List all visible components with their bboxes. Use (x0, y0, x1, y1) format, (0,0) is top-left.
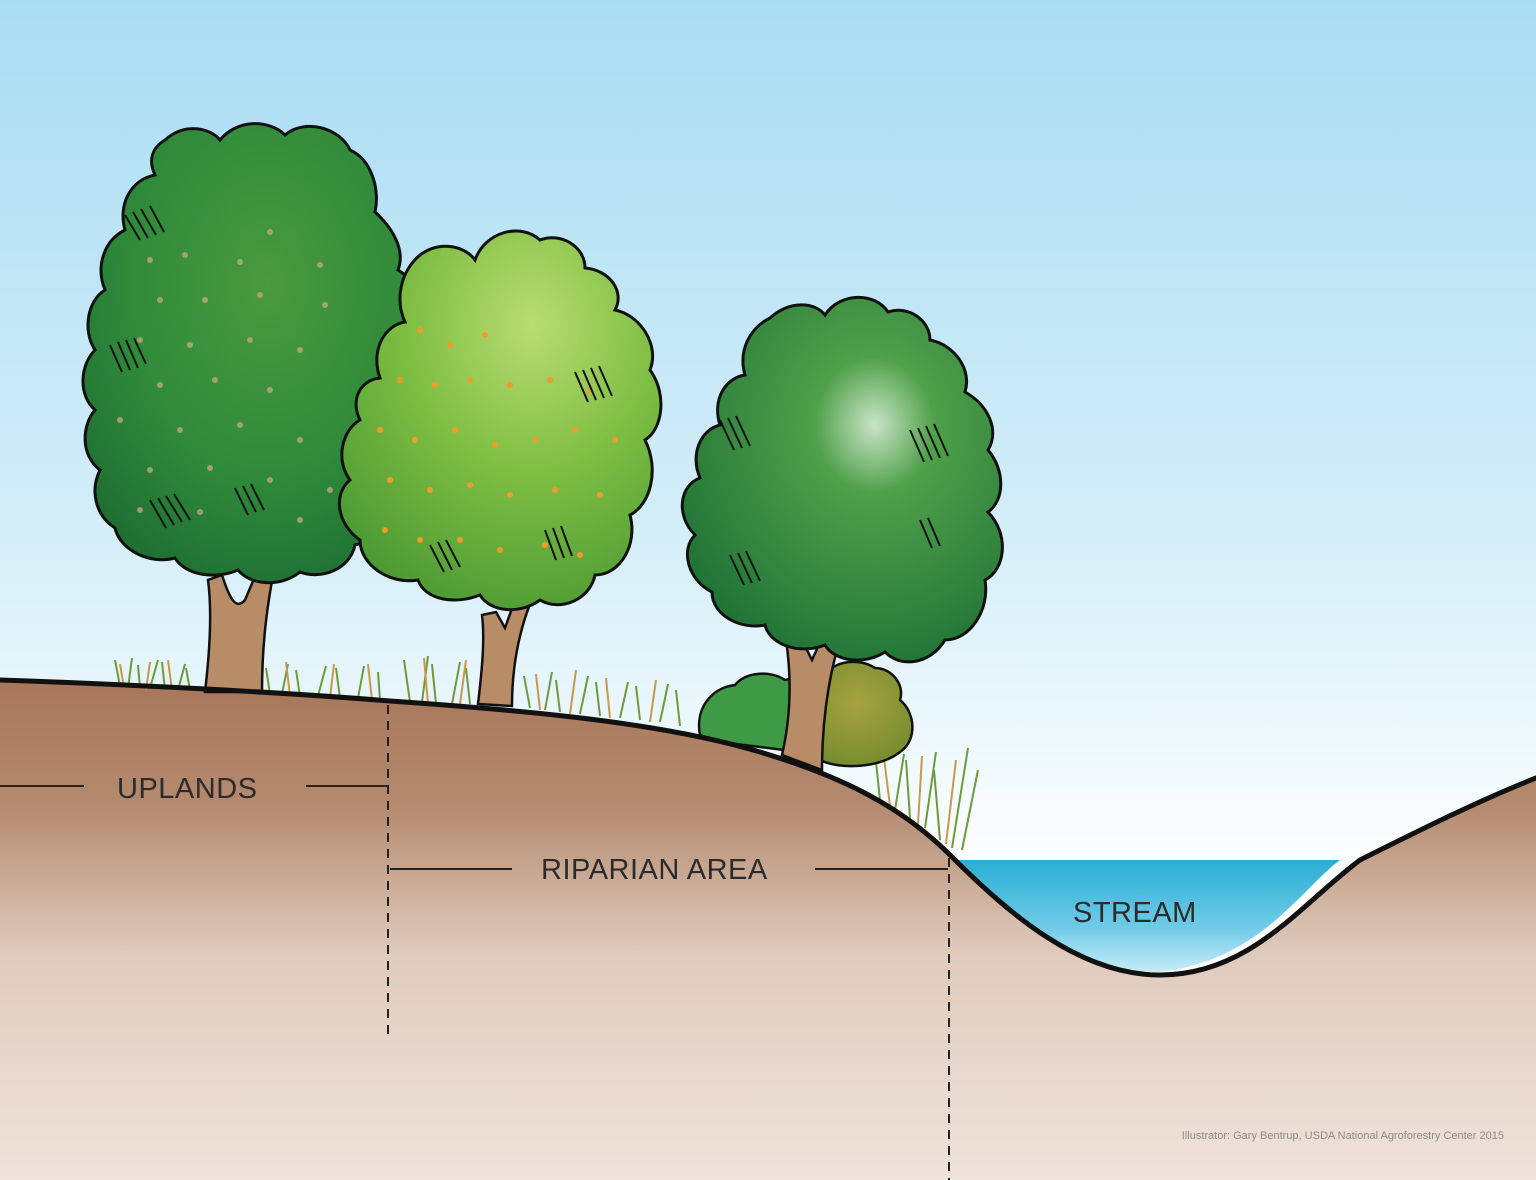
tree-1-canopy (81, 122, 421, 585)
uplands-label: UPLANDS (117, 773, 258, 805)
ground-outline (0, 677, 1536, 978)
tree-3-canopy (680, 295, 1004, 664)
zone-markers (0, 705, 950, 1180)
tree-2-canopy (338, 229, 663, 612)
tree-3-hatching (719, 415, 949, 586)
illustrator-credit: Illustrator: Gary Bentrup, USDA National… (1181, 1130, 1504, 1142)
grass (114, 655, 979, 851)
tree-2-hatching (429, 365, 613, 573)
ground (0, 680, 1536, 1180)
tree-2-fruit (377, 327, 618, 558)
stream-label: STREAM (1073, 897, 1197, 929)
tree-1-trunk (203, 558, 277, 694)
tree-1-hatching (109, 205, 265, 529)
riparian-area-label: RIPARIAN AREA (541, 854, 768, 886)
stream-water (955, 860, 1340, 972)
tree-1-speckles (117, 229, 333, 523)
